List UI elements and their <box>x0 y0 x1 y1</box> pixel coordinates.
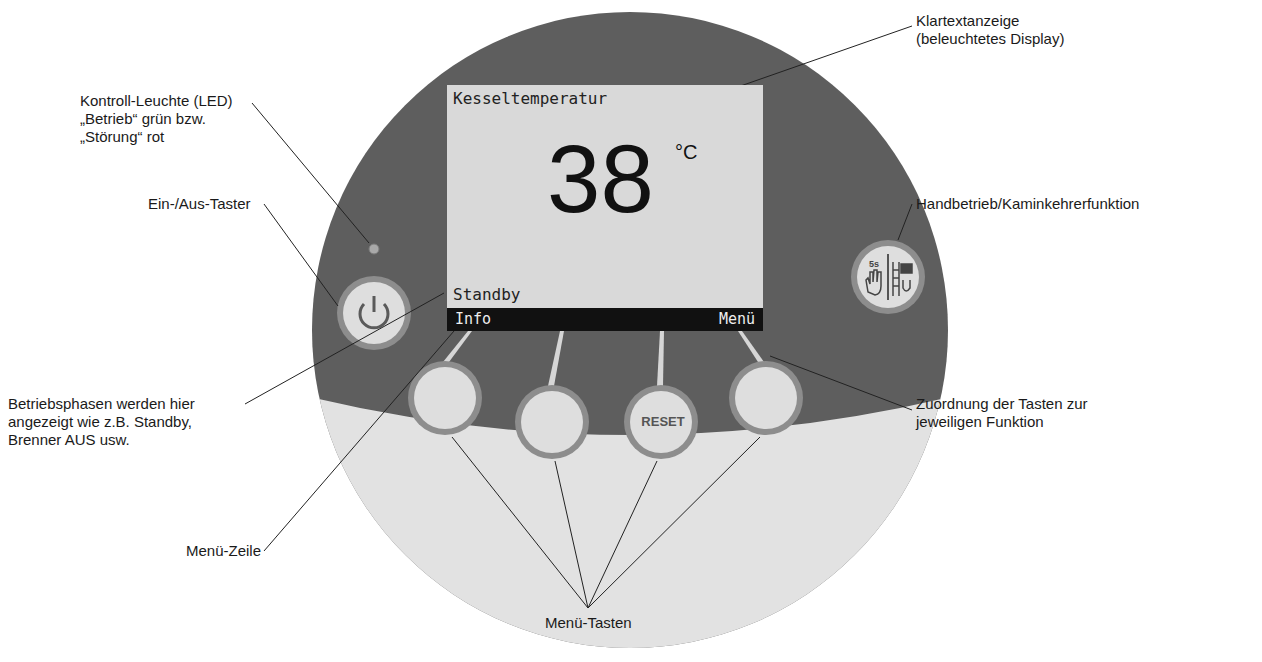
divider <box>887 254 889 300</box>
power-button-ring <box>337 276 411 350</box>
chimney-sweep-symbol <box>893 262 912 296</box>
reset-button: RESET <box>630 391 692 453</box>
hand-symbol <box>866 270 881 295</box>
display-heading: Kesseltemperatur <box>453 89 607 108</box>
menu-item: Info <box>455 310 491 328</box>
operating-phase: Standby <box>453 285 520 304</box>
manual-button <box>857 246 919 308</box>
power-button <box>343 282 405 344</box>
leader-lines <box>245 26 912 608</box>
callout-label: Betriebsphasen werden hier angezeigt wie… <box>8 395 243 449</box>
callout-label: Menü-Zeile <box>186 542 261 560</box>
callout-label: Kontroll-Leuchte (LED) „Betrieb“ grün bz… <box>80 92 265 146</box>
callout-label: Ein-/Aus-Taster <box>148 195 251 213</box>
menu-keys <box>408 361 803 459</box>
display: Kesseltemperatur 38 °C StandbyInfo Menü <box>447 85 763 331</box>
callout-label: Handbetrieb/Kaminkehrerfunktion <box>916 195 1139 213</box>
callout-label: Klartextanzeige (beleuchtetes Display) <box>916 12 1081 48</box>
temperature-value: 38 <box>547 129 654 229</box>
callout-label: Zuordnung der Tasten zur jeweiligen Funk… <box>916 395 1116 431</box>
key-pointers <box>443 331 764 386</box>
manual-button-ring <box>851 240 925 314</box>
temperature-unit: °C <box>675 141 697 164</box>
menu-item: Menü <box>719 310 755 328</box>
icon-text: 5s <box>869 259 879 269</box>
led <box>369 244 379 254</box>
power-symbol <box>373 296 376 312</box>
reset-text: RESET <box>632 391 694 453</box>
menu-bar: Info Menü <box>447 308 763 331</box>
callout-label: Menü-Tasten <box>545 614 632 632</box>
